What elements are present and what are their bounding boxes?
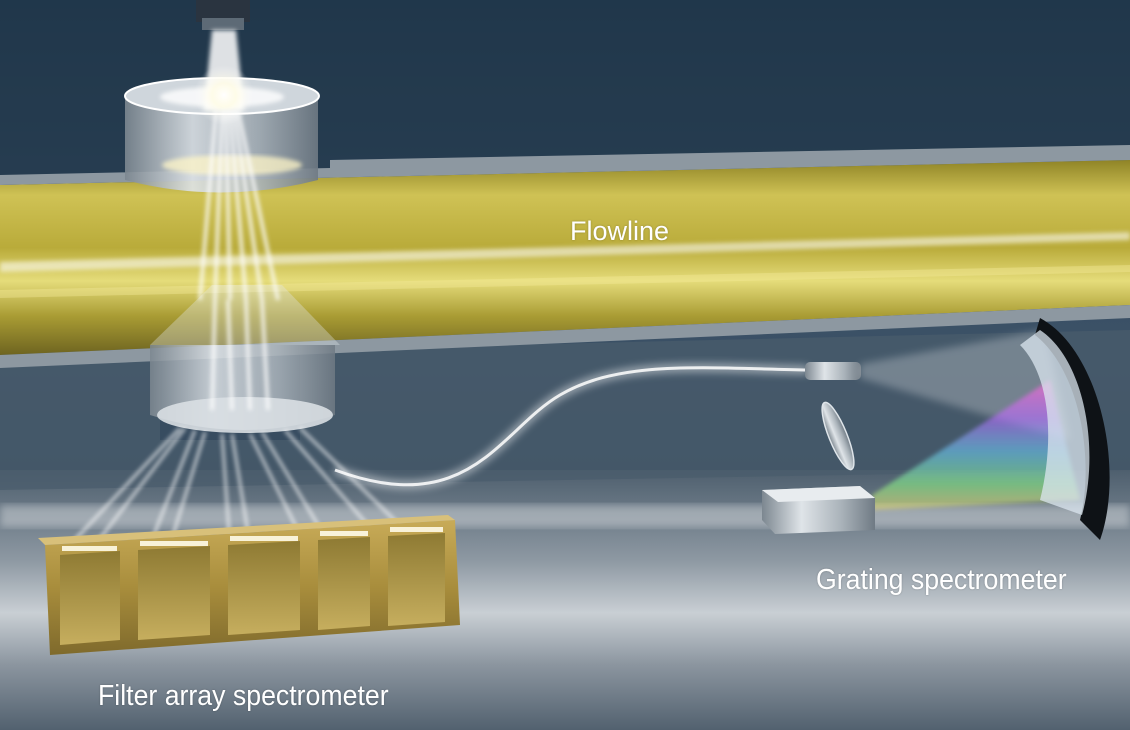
light-rays — [198, 109, 280, 411]
flowline-pipe — [0, 160, 1130, 355]
dispersed-spectrum — [872, 380, 1080, 510]
filter-array — [38, 515, 460, 655]
grating-spectrometer-label: Grating spectrometer — [816, 564, 1067, 596]
filter-array-spectrometer-label: Filter array spectrometer — [98, 680, 389, 712]
mirror — [821, 401, 855, 471]
grating — [1035, 318, 1110, 540]
light-source — [196, 0, 250, 22]
flowline-label: Flowline — [570, 216, 670, 246]
collimator — [805, 362, 861, 380]
